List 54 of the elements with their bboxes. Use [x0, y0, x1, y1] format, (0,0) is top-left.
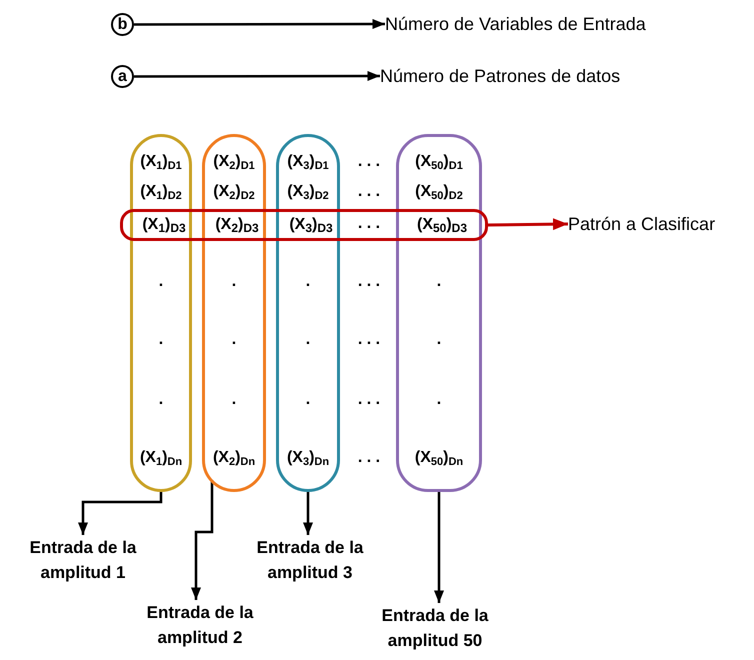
label-text: Entrada de la amplitud 1: [8, 535, 158, 585]
cell-text: (X$_{2}$)$_{Dn}$: [212, 448, 256, 469]
ellipsis-text: . . .: [356, 152, 382, 172]
column-capsule: [396, 134, 482, 492]
ellipsis-text: . . .: [356, 272, 382, 292]
arrow: [134, 71, 380, 82]
label-text: Número de Variables de Entrada: [385, 11, 715, 37]
label-text: Número de Patrones de datos: [380, 63, 700, 89]
cell-text: (X$_{3}$)$_{Dn}$: [286, 448, 330, 469]
cell-text: .: [230, 272, 238, 292]
cell-text: (X$_{50}$)$_{D2}$: [414, 182, 464, 203]
cell-text: (X$_{1}$)$_{Dn}$: [138, 448, 184, 469]
cell-text: .: [158, 330, 164, 350]
arrow: [488, 218, 568, 230]
label-text: Entrada de la amplitud 50: [360, 603, 510, 653]
arrow: [191, 480, 214, 600]
cell-text: .: [304, 330, 312, 350]
row-highlight: [120, 209, 488, 241]
cell-text: .: [158, 272, 164, 292]
cell-text: (X$_{50}$)$_{D3}$: [416, 215, 468, 236]
ellipsis-text: . . .: [356, 182, 382, 202]
cell-text: .: [230, 330, 238, 350]
cell-text: (X$_{3}$)$_{D1}$: [286, 152, 330, 173]
ellipsis-text: . . .: [356, 214, 382, 234]
cell-text: (X$_{50}$)$_{Dn}$: [414, 448, 464, 469]
column-capsule: [276, 134, 340, 492]
cell-text: (X$_{2}$)$_{D3}$: [214, 215, 260, 236]
column-capsule: [202, 134, 266, 492]
cell-text: (X$_{50}$)$_{D1}$: [414, 152, 464, 173]
ellipsis-text: . . .: [356, 390, 382, 410]
label-text: Entrada de la amplitud 3: [235, 535, 385, 585]
cell-text: .: [304, 272, 312, 292]
arrow: [434, 492, 444, 603]
cell-text: .: [158, 390, 164, 410]
cell-text: (X$_{1}$)$_{D3}$: [141, 215, 187, 236]
cell-text: (X$_{2}$)$_{D2}$: [212, 182, 256, 203]
cell-text: (X$_{3}$)$_{D2}$: [286, 182, 330, 203]
cell-text: (X$_{2}$)$_{D1}$: [212, 152, 256, 173]
cell-text: (X$_{1}$)$_{D2}$: [139, 182, 183, 203]
ellipsis-text: . . .: [356, 330, 382, 350]
cell-text: .: [230, 390, 238, 410]
column-capsule: [130, 134, 192, 492]
cell-text: (X$_{3}$)$_{D3}$: [288, 215, 334, 236]
cell-text: .: [436, 390, 442, 410]
arrow: [78, 492, 162, 535]
ellipsis-text: . . .: [356, 448, 382, 468]
label-text: Entrada de la amplitud 2: [125, 600, 275, 650]
arrow: [303, 492, 313, 535]
arrow: [134, 19, 385, 30]
cell-text: .: [436, 330, 442, 350]
label-text: Patrón a Clasificar: [568, 211, 752, 237]
cell-text: .: [436, 272, 442, 292]
cell-text: .: [304, 390, 312, 410]
cell-text: (X$_{1}$)$_{D1}$: [139, 152, 183, 173]
